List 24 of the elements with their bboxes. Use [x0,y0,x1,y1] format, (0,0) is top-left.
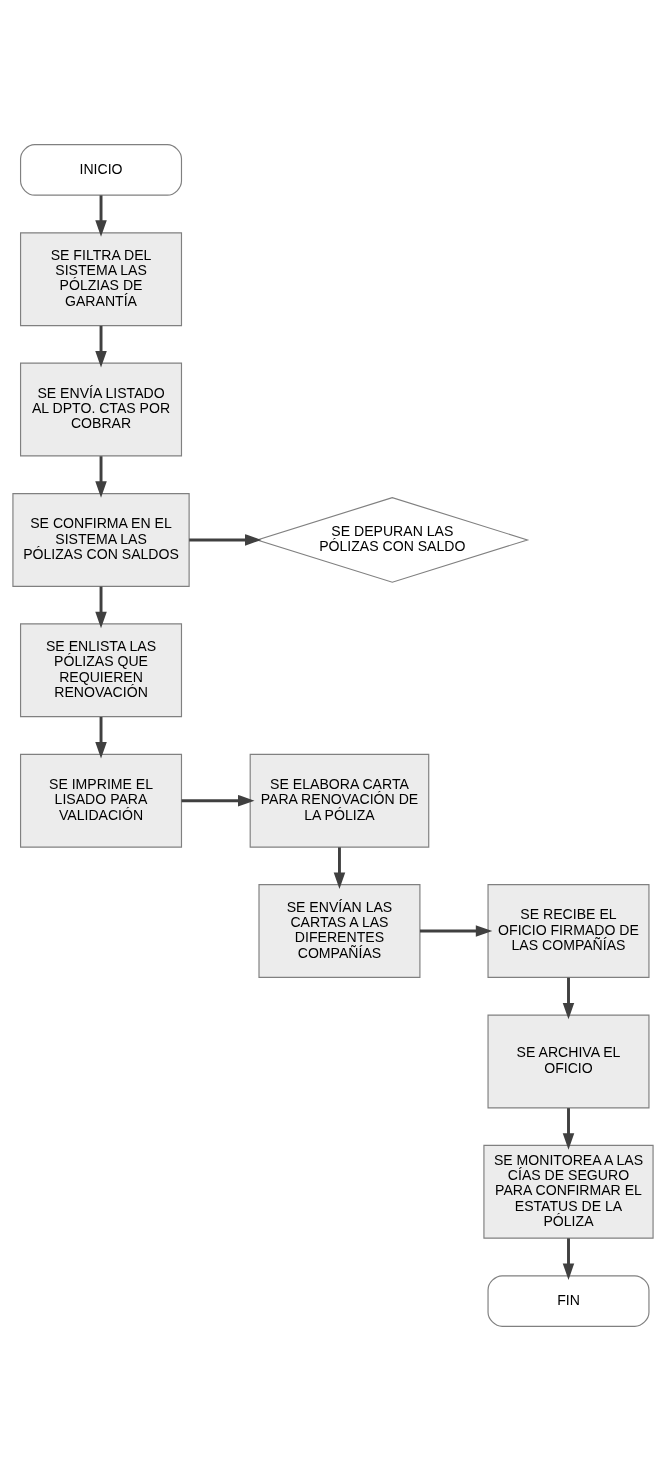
node-box: SE IMPRIME EL LISADO PARA VALIDACIÓN [20,753,183,848]
arrow [95,455,107,498]
arrow [562,977,575,1019]
node-box: SE MONITOREA A LAS CÍAS DE SEGURO PARA CONFIRMAR EL ESTATUS DE LA PÓLIZA [483,1144,654,1239]
arrow [562,1237,575,1280]
arrow [95,716,107,759]
node-box: SE ENLISTA LAS PÓLIZAS QUE REQUIEREN RENOVACIÓN [20,622,183,717]
arrow [95,194,107,237]
node-box: SE ENVÍA LISTADO AL DPTO. CTAS POR COBRAR [20,362,183,457]
node-box: INICIO [20,143,183,196]
arrow [95,586,107,628]
node-box: SE ARCHIVA EL OFICIO [487,1013,650,1108]
node-box: SE RECIBE EL OFICIO FIRMADO DE LAS COMPAÑÍAS [487,883,650,978]
node-box: SE ENVÍAN LAS CARTAS A LAS DIFERENTES COMPAÑÍAS [258,883,421,978]
node-box: SE ELABORA CARTA PARA RENOVACIÓN DE LA PÓLIZA [249,753,430,848]
node-box: SE CONFIRMA EN EL SISTEMA LAS PÓLIZAS CON SALDOS [12,492,190,587]
arrow [420,924,493,937]
arrow [181,794,255,806]
arrow [333,846,346,889]
node-box: SE FILTRA DEL SISTEMA LAS PÓLZIAS DE GARANTÍA [20,231,183,326]
arrow [189,533,262,546]
node-box: FIN [487,1274,650,1327]
arrow [562,1107,575,1150]
arrow [95,325,107,367]
